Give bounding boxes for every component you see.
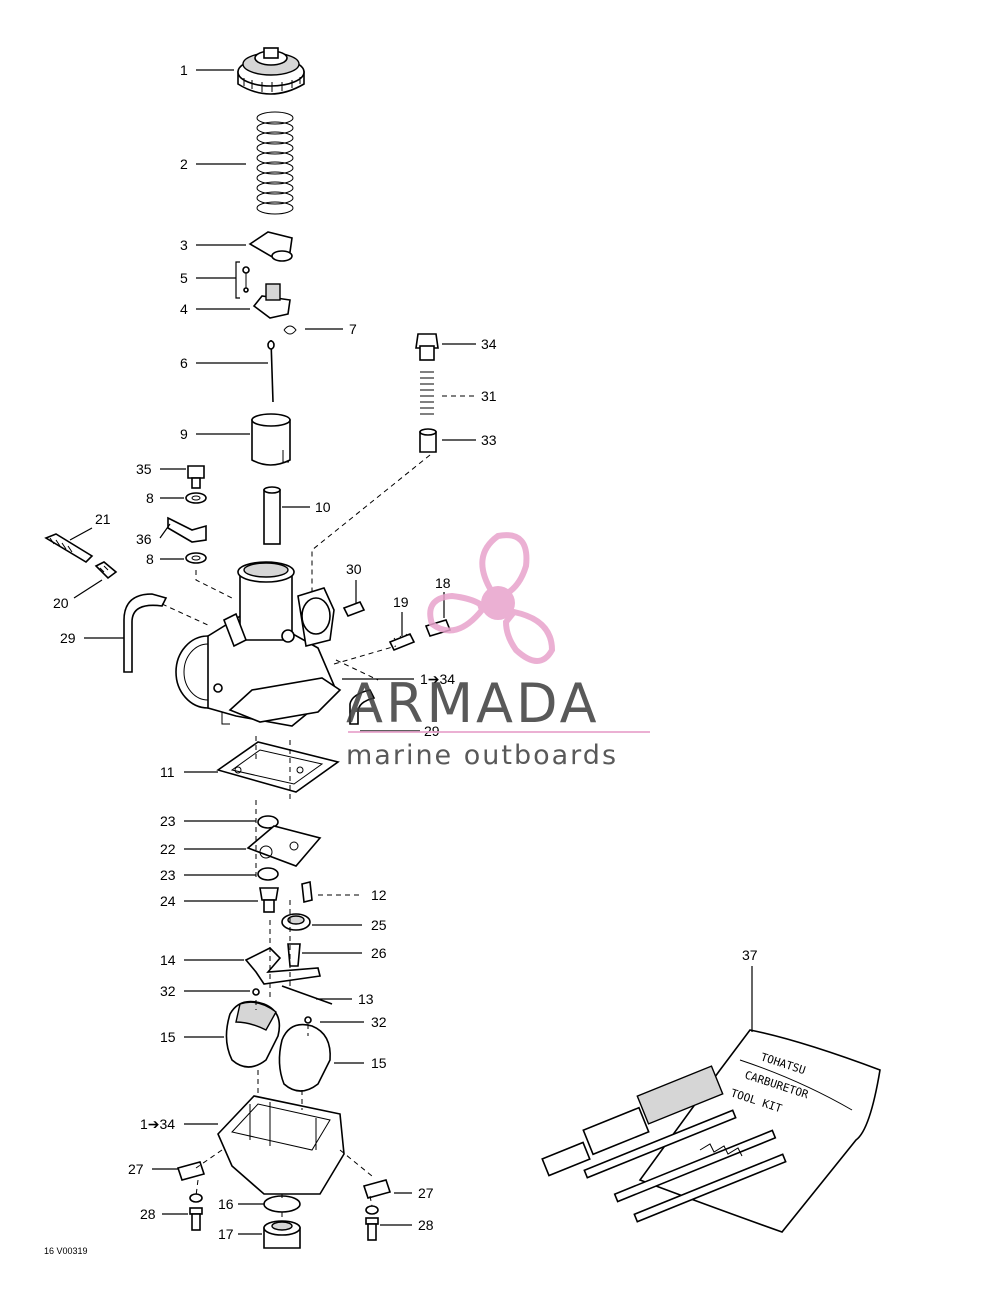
part-jet-block-plate	[246, 825, 322, 867]
callout-35: 35	[136, 461, 152, 477]
part-pilot-jet	[301, 881, 313, 903]
part-idle-screw	[388, 619, 452, 652]
callout-18: 18	[435, 575, 451, 591]
callout-24: 24	[160, 893, 176, 909]
part-small-screw	[242, 266, 250, 293]
propeller-blade-right	[502, 608, 556, 664]
part-float-left	[225, 1000, 281, 1068]
part-cap	[237, 47, 305, 95]
callout-25: 25	[371, 917, 387, 933]
part-carburetor-body	[175, 561, 342, 727]
part-starter-plunger	[263, 486, 281, 545]
part-float-valve-seat	[281, 913, 311, 931]
part-screw-32b	[304, 1016, 312, 1024]
callout-5: 5	[180, 270, 188, 286]
callout-23-lower: 23	[160, 867, 176, 883]
callout-12: 12	[371, 887, 387, 903]
part-float-right	[278, 1023, 331, 1092]
callout-labels: 1 2 3 5 4 7 6 9 34 31 33 35 8 10 21 36 8…	[53, 62, 758, 1242]
part-bracket-right	[362, 1179, 392, 1241]
propeller-blade-top	[479, 532, 530, 598]
part-main-jet	[259, 887, 279, 913]
part-float-bowl	[217, 1095, 345, 1195]
part-drawings: TOHATSU CARBURETOR TOOL KIT	[44, 47, 881, 1249]
callout-17: 17	[218, 1226, 234, 1242]
callout-10: 10	[315, 499, 331, 515]
callout-32-left: 32	[160, 983, 176, 999]
part-hose-right	[349, 689, 376, 725]
callout-11: 11	[160, 764, 175, 780]
callout-28-right: 28	[418, 1217, 434, 1233]
propeller-hub	[481, 586, 515, 620]
part-needle-plate	[248, 231, 293, 262]
part-clip-holder	[252, 283, 291, 319]
assembly-lines	[161, 454, 431, 1222]
callout-23-upper: 23	[160, 813, 176, 829]
callout-8-lower: 8	[146, 551, 154, 567]
callout-4: 4	[180, 301, 188, 317]
part-float-arm	[244, 947, 321, 985]
part-throttle-valve	[251, 413, 291, 466]
part-banjo-bolt	[167, 465, 207, 564]
part-float-gasket	[216, 741, 340, 793]
callout-14: 14	[160, 952, 176, 968]
part-adjusting-screw	[44, 533, 118, 580]
part-o-ring-upper	[257, 815, 279, 829]
part-bracket-left	[176, 1161, 206, 1231]
callout-30: 30	[346, 561, 362, 577]
callout-36: 36	[136, 531, 152, 547]
part-jet-needle	[267, 339, 275, 403]
armada-watermark: ARMADA marine outboards	[346, 532, 650, 771]
part-hose-left	[123, 593, 168, 673]
part-clip	[283, 325, 297, 335]
callout-9: 9	[180, 426, 188, 442]
part-bowl-o-ring	[263, 1195, 301, 1213]
callout-6: 6	[180, 355, 188, 371]
part-o-ring-lower	[257, 867, 279, 881]
callout-1-34-lower: 1➔34	[140, 1116, 175, 1132]
leader-lines	[69, 69, 753, 1235]
part-float-pin	[281, 985, 333, 1005]
callout-8-upper: 8	[146, 490, 154, 506]
callout-37: 37	[742, 947, 758, 963]
callout-19: 19	[393, 594, 409, 610]
watermark-title: ARMADA	[346, 672, 600, 735]
callout-28-left: 28	[140, 1206, 156, 1222]
callout-29-left: 29	[60, 630, 76, 646]
callout-1: 1	[180, 62, 188, 78]
callout-20: 20	[53, 595, 69, 611]
part-screw-32a	[252, 988, 260, 996]
callout-34-top: 34	[481, 336, 497, 352]
callout-16: 16	[218, 1196, 234, 1212]
callout-2: 2	[180, 156, 188, 172]
callout-31: 31	[481, 388, 497, 404]
callout-26: 26	[371, 945, 387, 961]
part-drain-plug	[263, 1220, 301, 1249]
callout-21: 21	[95, 511, 111, 527]
callout-32-right: 32	[371, 1014, 387, 1030]
callout-22: 22	[160, 841, 176, 857]
callout-27-left: 27	[128, 1161, 144, 1177]
callout-33: 33	[481, 432, 497, 448]
part-pilot-screw	[342, 600, 366, 618]
part-spring	[256, 111, 294, 215]
callout-3: 3	[180, 237, 188, 253]
propeller-logo-icon	[427, 532, 556, 664]
part-tool-kit: TOHATSU CARBURETOR TOOL KIT	[541, 1029, 881, 1233]
watermark-subtitle: marine outboards	[346, 740, 618, 771]
callout-15-left: 15	[160, 1029, 176, 1045]
figure-code: 16 V00319	[44, 1246, 88, 1256]
callout-13: 13	[358, 991, 374, 1007]
callout-15-right: 15	[371, 1055, 387, 1071]
part-float-needle	[287, 943, 301, 967]
propeller-blade-left	[427, 592, 486, 634]
callout-7: 7	[349, 321, 357, 337]
callout-27-right: 27	[418, 1185, 434, 1201]
callout-1-34-upper: 1➔34	[420, 671, 455, 687]
part-cable-adjuster	[415, 333, 439, 453]
